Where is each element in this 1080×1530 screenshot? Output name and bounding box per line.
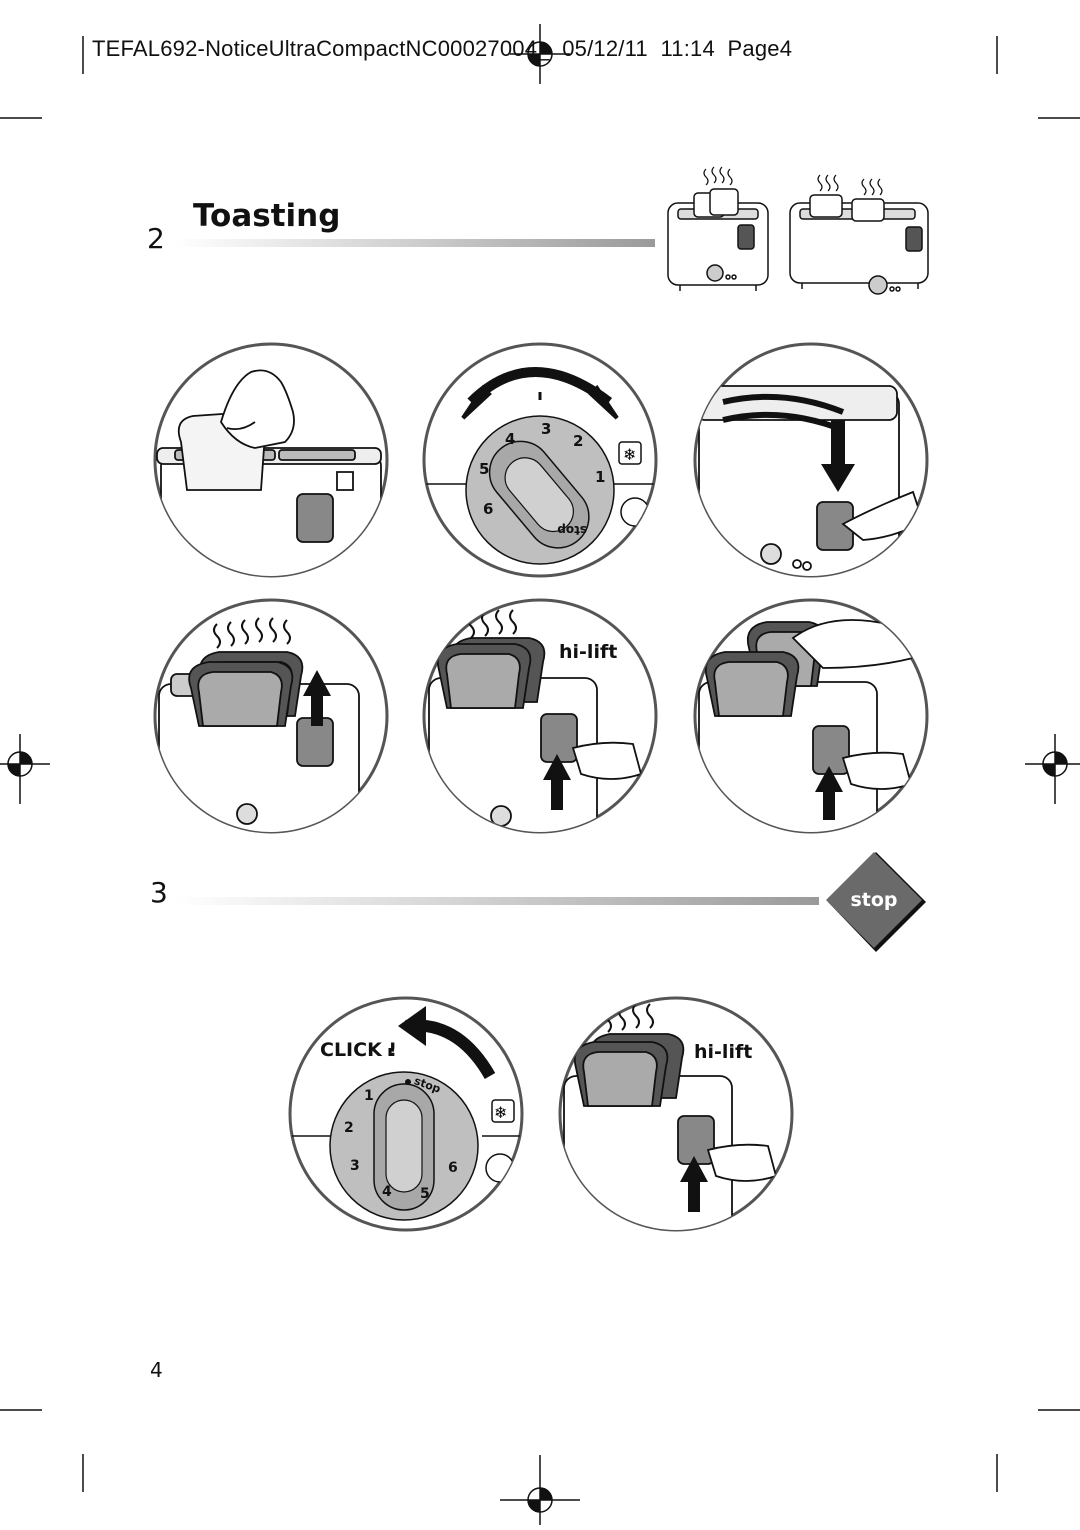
dial-number-5: 5 bbox=[479, 460, 489, 478]
step-lower-lever-illustration bbox=[693, 342, 929, 578]
registration-target-top bbox=[510, 24, 570, 84]
registration-target-left bbox=[0, 734, 50, 804]
section-title: Toasting bbox=[193, 198, 341, 234]
toaster-models-illustration bbox=[667, 166, 929, 295]
section-rule bbox=[175, 239, 655, 247]
dial2-number-3: 3 bbox=[350, 1158, 360, 1174]
dial2-number-6: 6 bbox=[448, 1160, 458, 1176]
dial2-number-2: 2 bbox=[344, 1120, 354, 1136]
snowflake-icon-2: ❄ bbox=[494, 1103, 507, 1122]
step-insert-bread-illustration bbox=[153, 342, 389, 578]
print-header: TEFAL692-NoticeUltraCompactNC00027004_ 0… bbox=[92, 36, 793, 61]
dial-stop-label: stop bbox=[557, 523, 587, 537]
registration-target-right bbox=[1025, 734, 1080, 804]
step-hi-lift-after-stop-illustration: hi-lift bbox=[558, 996, 794, 1232]
hi-lift-label: hi-lift bbox=[559, 641, 617, 663]
section-number: 2 bbox=[147, 222, 165, 255]
snowflake-icon: ❄ bbox=[623, 445, 636, 464]
step-hi-lift-illustration: hi-lift bbox=[422, 598, 658, 834]
stop-badge-label: stop bbox=[850, 889, 897, 911]
dial-number-4: 4 bbox=[505, 430, 515, 448]
step-browning-dial-illustration: 3 2 1 4 5 6 stop ❄ bbox=[422, 342, 658, 578]
section-rule-stop bbox=[175, 897, 819, 905]
hi-lift-label-2: hi-lift bbox=[694, 1041, 752, 1063]
dial2-number-4: 4 bbox=[382, 1184, 392, 1200]
section-number-stop: 3 bbox=[150, 876, 168, 909]
step-stop-dial-illustration: CLICK ! 1 2 3 4 5 6 stop ❄ bbox=[288, 996, 524, 1232]
step-toast-pops-illustration bbox=[153, 598, 389, 834]
dial2-number-1: 1 bbox=[364, 1088, 374, 1104]
dial-number-1: 1 bbox=[595, 468, 605, 486]
click-label: CLICK ! bbox=[320, 1039, 397, 1061]
dial-number-2: 2 bbox=[573, 432, 583, 450]
dial2-number-5: 5 bbox=[420, 1186, 430, 1202]
step-remove-toast-illustration bbox=[693, 598, 929, 834]
stop-badge: stop bbox=[826, 852, 926, 952]
registration-target-bottom bbox=[500, 1455, 580, 1525]
page-number: 4 bbox=[150, 1358, 163, 1382]
dial-number-3: 3 bbox=[541, 420, 551, 438]
dial-number-6: 6 bbox=[483, 500, 493, 518]
